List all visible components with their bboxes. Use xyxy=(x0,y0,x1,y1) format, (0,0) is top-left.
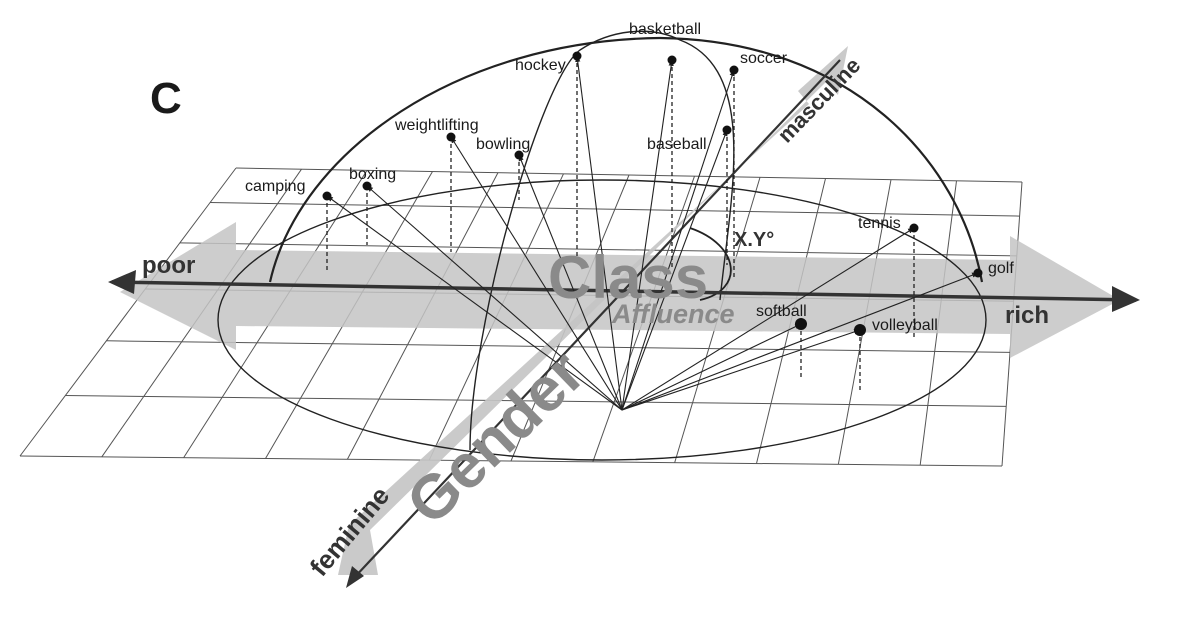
class-axis-left-head xyxy=(108,270,136,294)
gender-axis-line xyxy=(351,59,841,581)
point-softball xyxy=(795,318,807,330)
vector-volleyball xyxy=(621,329,861,411)
angle-label: X.Y° xyxy=(734,229,774,251)
point-weightlifting xyxy=(446,132,456,142)
vector-boxing xyxy=(366,185,623,411)
sport-label-volleyball: volleyball xyxy=(872,317,938,334)
sport-vectors xyxy=(322,51,983,411)
vector-basketball xyxy=(621,59,674,411)
point-tennis xyxy=(909,223,919,233)
point-golf xyxy=(973,268,983,278)
vector-bowling xyxy=(518,154,623,411)
point-hockey xyxy=(572,51,582,61)
vector-baseball xyxy=(621,129,728,411)
class-subtitle: Affluence xyxy=(611,299,735,329)
class-right-label: rich xyxy=(1005,302,1049,329)
vector-softball xyxy=(621,323,802,411)
class-left-label: poor xyxy=(142,252,195,279)
sport-label-boxing: boxing xyxy=(349,166,396,183)
vector-weightlifting xyxy=(450,136,623,411)
sport-label-golf: golf xyxy=(988,260,1014,277)
point-basketball xyxy=(667,55,677,65)
vector-camping xyxy=(326,195,623,411)
class-title: Class xyxy=(548,244,708,311)
vector-soccer xyxy=(621,69,735,411)
sport-label-baseball: baseball xyxy=(647,136,707,153)
point-baseball xyxy=(722,125,732,135)
sport-label-soccer: soccer xyxy=(740,50,788,67)
sport-label-camping: camping xyxy=(245,178,305,195)
sport-label-hockey: hockey xyxy=(515,57,566,74)
sport-label-softball: softball xyxy=(756,303,807,320)
gender-title: Gender xyxy=(394,338,598,538)
vector-hockey xyxy=(575,55,623,411)
sport-label-weightlifting: weightlifting xyxy=(394,117,479,134)
panel-label: C xyxy=(150,74,182,123)
point-soccer xyxy=(729,65,739,75)
sport-labels: camping boxing weightlifting bowling hockey b… xyxy=(245,21,1014,334)
vector-tennis xyxy=(621,227,915,411)
vector-golf xyxy=(621,272,979,411)
sport-label-bowling: bowling xyxy=(476,136,530,153)
point-boxing xyxy=(362,181,372,191)
point-bowling xyxy=(514,150,524,160)
point-volleyball xyxy=(854,324,866,336)
class-axis-right-head xyxy=(1112,286,1140,312)
gender-axis-head xyxy=(346,566,364,588)
sport-label-tennis: tennis xyxy=(858,215,901,232)
sport-label-basketball: basketball xyxy=(629,21,701,38)
point-camping xyxy=(322,191,332,201)
